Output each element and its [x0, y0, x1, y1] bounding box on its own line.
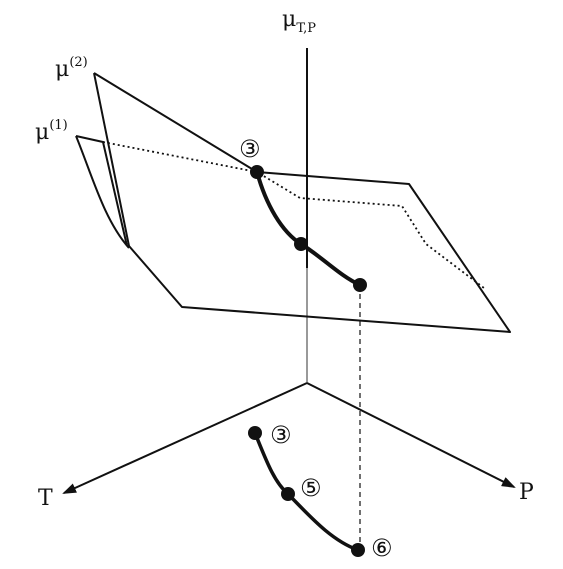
p-axis-label: P	[519, 480, 534, 505]
upper-curve	[255, 170, 362, 287]
mu1-surface-edge	[75, 135, 128, 247]
mu1-hidden-edge	[102, 141, 485, 289]
upper-point-3	[250, 165, 264, 179]
mu2-label: μ(2)	[55, 55, 88, 82]
t-axis-label: T	[38, 486, 53, 511]
marker-lower-5: ⑤	[300, 474, 322, 502]
p-axis	[306, 382, 516, 488]
marker-lower-3: ③	[270, 421, 292, 449]
mu1-label: μ(1)	[35, 118, 68, 145]
mu1-surface-curve	[75, 135, 130, 249]
t-axis	[62, 382, 308, 494]
lower-point-3	[248, 426, 262, 440]
vertical-axis-label: μT,P	[282, 7, 316, 36]
mu2-surface	[93, 72, 511, 333]
lower-point-6	[351, 543, 365, 557]
marker-lower-6: ⑥	[371, 534, 393, 562]
upper-point-end	[353, 278, 367, 292]
lower-point-5	[281, 487, 295, 501]
marker-upper-3: ③	[239, 135, 261, 163]
upper-point-mid	[294, 237, 308, 251]
